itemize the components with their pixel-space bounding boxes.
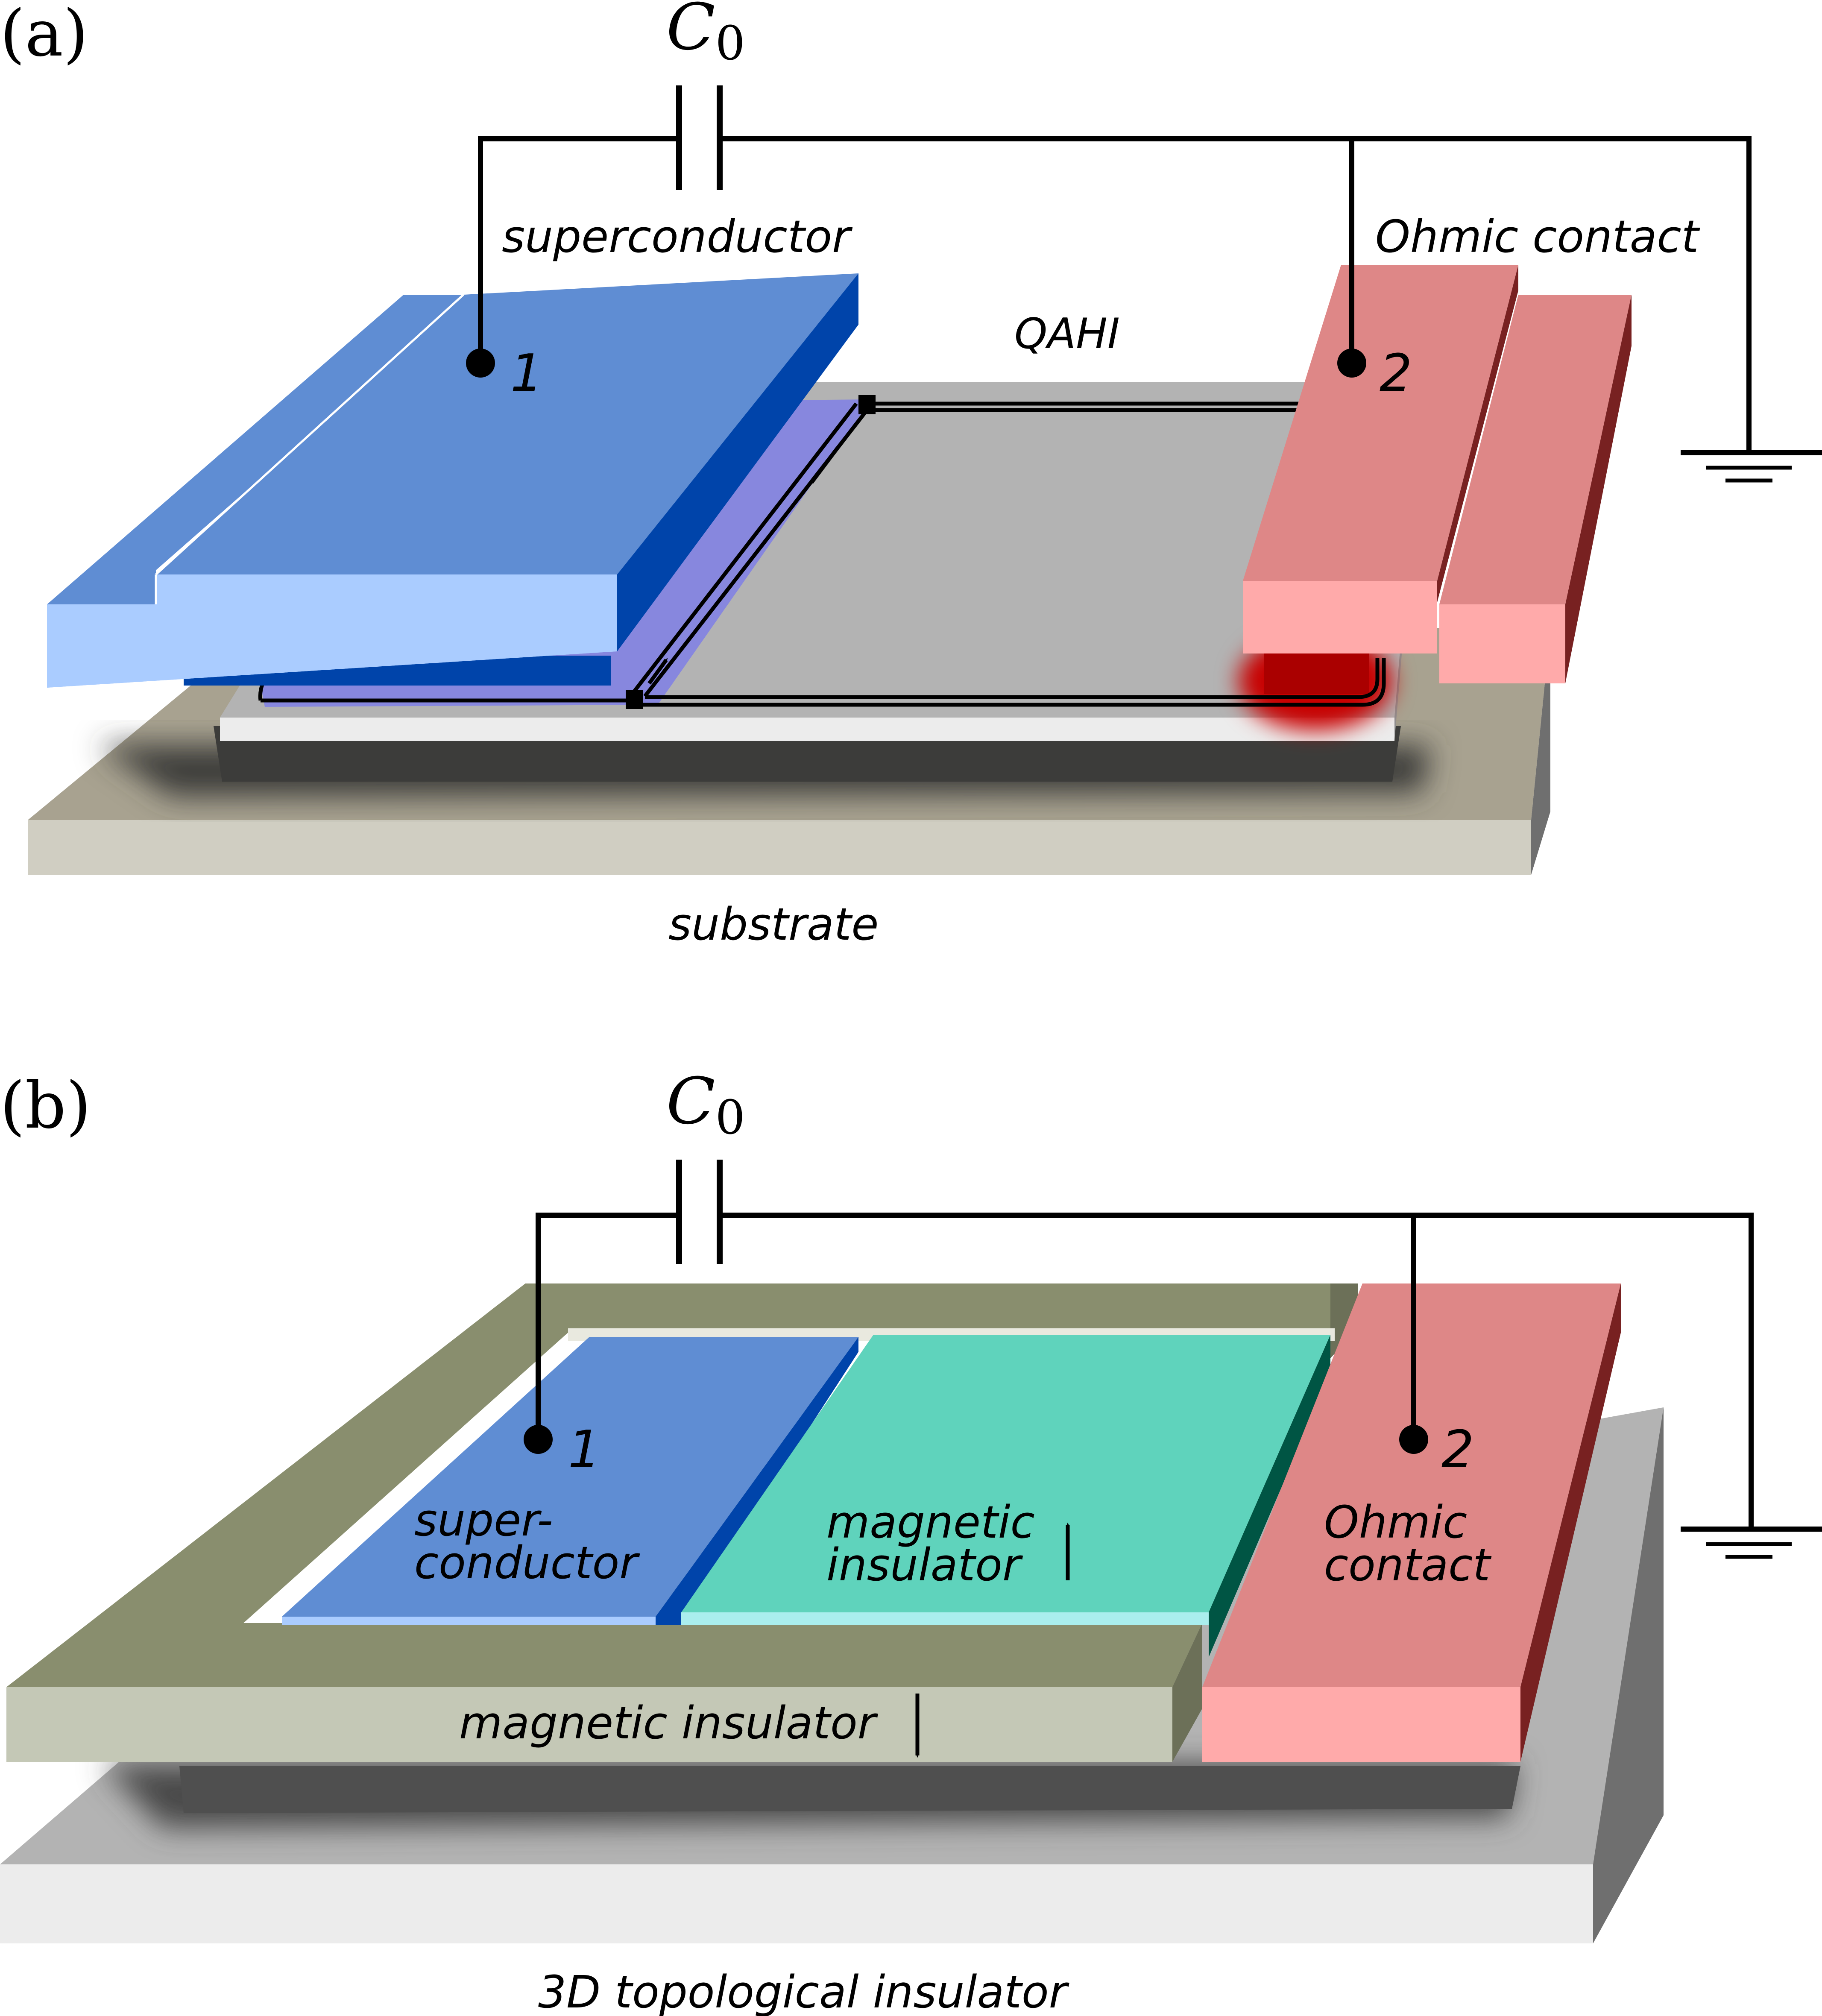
magnetic-insulator-bottom-label: magnetic insulator bbox=[459, 1697, 879, 1749]
mi-green-top bbox=[681, 1335, 1330, 1612]
mi-frame-top bbox=[6, 1283, 1358, 1687]
mi-green-side bbox=[1209, 1335, 1330, 1657]
terminal-dot-1-a bbox=[466, 349, 495, 378]
superconductor-block-a bbox=[47, 273, 858, 688]
terminal-dot-1-b bbox=[524, 1425, 553, 1454]
capacitor-label-a-main: C bbox=[666, 0, 715, 64]
magnetic-insulator-top-label-line1: magnetic bbox=[826, 1496, 1035, 1548]
edge-junction-bottom bbox=[626, 690, 643, 709]
ohmic-contact-label-b-line2: contact bbox=[1324, 1539, 1491, 1591]
substrate-front-face bbox=[28, 820, 1531, 875]
ohmic-b-side bbox=[1520, 1283, 1621, 1762]
terminal-1-label-b: 1 bbox=[568, 1420, 600, 1480]
sc-b-side bbox=[656, 1337, 858, 1625]
qahi-edge-channels bbox=[258, 395, 1386, 709]
panel-b: (b) bbox=[0, 1064, 1822, 2016]
terminal-dot-2-a bbox=[1337, 349, 1366, 378]
sc-step-line bbox=[155, 294, 464, 604]
ohmic-contact-block-b bbox=[1202, 1283, 1621, 1762]
panel-a: (a) bbox=[0, 0, 1822, 950]
ohmic-top-face bbox=[1243, 265, 1518, 581]
circuit-wire-a bbox=[478, 136, 1752, 453]
ohmic-contact-label-b-line1: Ohmic bbox=[1324, 1496, 1467, 1548]
sc-top-face bbox=[156, 273, 858, 607]
edge-junction-top bbox=[858, 395, 876, 414]
terminal-dot-2-b bbox=[1399, 1425, 1428, 1454]
terminal-2-label-a: 2 bbox=[1380, 344, 1412, 403]
ground-symbol-b bbox=[1681, 1527, 1822, 1559]
terminal-2-label-b: 2 bbox=[1441, 1420, 1474, 1480]
sc-right-side bbox=[617, 273, 858, 651]
capacitor-label-b: C0 bbox=[666, 1064, 745, 1145]
sc-front-face-main bbox=[47, 604, 617, 688]
ti-shadow-core bbox=[179, 1766, 1520, 1813]
terminal-1-label-a: 1 bbox=[510, 344, 543, 403]
qahi-front-face bbox=[220, 718, 1394, 741]
circuit-a bbox=[466, 85, 1822, 483]
circuit-b bbox=[524, 1160, 1822, 1559]
ohmic-back-top bbox=[1439, 295, 1632, 604]
magnetic-insulator-top-block bbox=[681, 1335, 1330, 1657]
sc-top-left-step bbox=[47, 295, 470, 604]
ground-symbol-a bbox=[1681, 450, 1822, 483]
magnetic-insulator-top-label-line2: insulator bbox=[826, 1539, 1023, 1591]
ti-front-face bbox=[0, 1864, 1593, 1943]
capacitor-label-b-sub: 0 bbox=[715, 1090, 745, 1145]
mi-frame-front bbox=[6, 1687, 1172, 1762]
capacitor-label-a-sub: 0 bbox=[715, 16, 745, 70]
ohmic-hotspot bbox=[1264, 653, 1369, 694]
circuit-wire-b bbox=[536, 1213, 1754, 1529]
substrate-side-face bbox=[1531, 628, 1550, 875]
superconductor-label-a: superconductor bbox=[502, 211, 853, 263]
capacitor-label-a: C0 bbox=[666, 0, 745, 70]
capacitor-label-b-main: C bbox=[666, 1064, 715, 1139]
ohmic-front-face bbox=[1243, 581, 1437, 653]
ohmic-b-front bbox=[1202, 1687, 1520, 1762]
ti-label: 3D topological insulator bbox=[538, 1966, 1070, 2016]
superconductor-label-b-line2: conductor bbox=[414, 1537, 640, 1589]
ti-right-side bbox=[1593, 1407, 1664, 1943]
ohmic-back-side bbox=[1565, 295, 1632, 683]
mi-frame-right-side bbox=[1172, 1623, 1202, 1762]
ohmic-contact-label-a: Ohmic contact bbox=[1375, 211, 1700, 263]
magnetization-arrows bbox=[915, 1522, 1070, 1758]
mi-green-front bbox=[681, 1612, 1209, 1625]
superconductor-block-b bbox=[282, 1337, 858, 1625]
panel-a-tag: (a) bbox=[0, 0, 88, 71]
magnetic-insulator-frame bbox=[6, 1283, 1358, 1762]
ohmic-back-front bbox=[1439, 604, 1565, 683]
qahi-label: QAHI bbox=[1014, 310, 1120, 358]
substrate-label: substrate bbox=[668, 898, 879, 950]
sc-b-top bbox=[282, 1337, 858, 1617]
sc-b-front bbox=[282, 1617, 656, 1625]
ohmic-contact-block-a bbox=[1243, 265, 1632, 683]
edge-arrow-diag-2 bbox=[647, 658, 668, 685]
ohmic-b-top bbox=[1202, 1283, 1621, 1687]
superconductor-label-b-line1: super- bbox=[414, 1494, 553, 1546]
edge-arrow-diag bbox=[810, 446, 839, 484]
mi-frame-back-right bbox=[1330, 1283, 1358, 1358]
ohmic-right-side bbox=[1437, 265, 1518, 602]
panel-b-tag: (b) bbox=[0, 1069, 91, 1143]
